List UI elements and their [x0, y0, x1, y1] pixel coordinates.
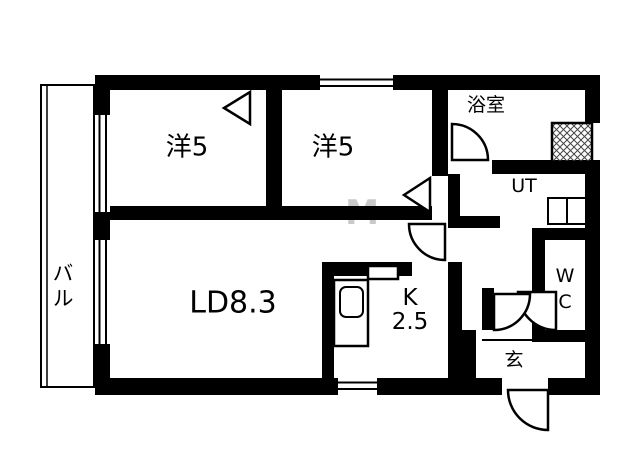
kitchen-label: K 2.5 [392, 286, 429, 334]
kitchen-label-area: 2.5 [391, 309, 429, 335]
bedroom-divider-wall [266, 90, 282, 208]
living-dining-label: LD8.3 [189, 285, 277, 321]
right-wall-upper [585, 75, 600, 123]
window-balcony-living [98, 240, 107, 344]
bedroom2-south-wall [282, 206, 432, 220]
hall-closet-wall [482, 288, 494, 330]
balcony-label: バル [50, 262, 75, 312]
bedroom2-label: 洋5 [311, 132, 355, 163]
closet-door-arc [492, 292, 532, 332]
kitchen-east-wall [448, 262, 462, 378]
kitchen-stove [366, 264, 400, 281]
utility-label: UT [511, 175, 537, 198]
bath-south-wall [492, 160, 600, 174]
window-top [320, 78, 393, 87]
kitchen-sink [339, 286, 364, 318]
left-wall-upper [95, 75, 110, 115]
utility-door-panel-left [547, 197, 568, 225]
bedroom1-door-triangle [221, 89, 252, 127]
kitchen-west-wall [322, 276, 334, 378]
entrance-label: 玄 [504, 349, 524, 372]
window-balcony-bedroom1 [98, 115, 107, 212]
bedroom2-east-wall [432, 90, 448, 176]
pipe-shaft-hatch [550, 121, 594, 164]
bath-door-arc [450, 122, 490, 162]
entrance-west-wall [462, 330, 476, 378]
left-wall-mid [95, 212, 110, 240]
balcony-area [40, 84, 95, 388]
bottom-wall-mid [377, 378, 502, 395]
bedroom2-door-triangle [401, 175, 432, 215]
bedroom1-south-wall [110, 206, 282, 220]
top-wall-left [95, 75, 320, 90]
wc-south-wall [532, 330, 600, 342]
toilet-label: WC [553, 265, 576, 317]
entrance-door-arc [506, 388, 550, 432]
hall-door-arc [407, 222, 447, 262]
bath-label: 浴室 [466, 94, 506, 117]
wc-north-wall [532, 228, 600, 240]
bedroom1-label: 洋5 [165, 132, 209, 163]
kitchen-label-letter: K [402, 284, 418, 311]
utility-door-panel-right [566, 197, 587, 225]
window-bottom [338, 381, 377, 390]
ut-west-wall [448, 174, 460, 220]
top-wall-right [393, 75, 600, 90]
ut-south-wall [448, 216, 500, 228]
bottom-wall-left [95, 378, 338, 395]
